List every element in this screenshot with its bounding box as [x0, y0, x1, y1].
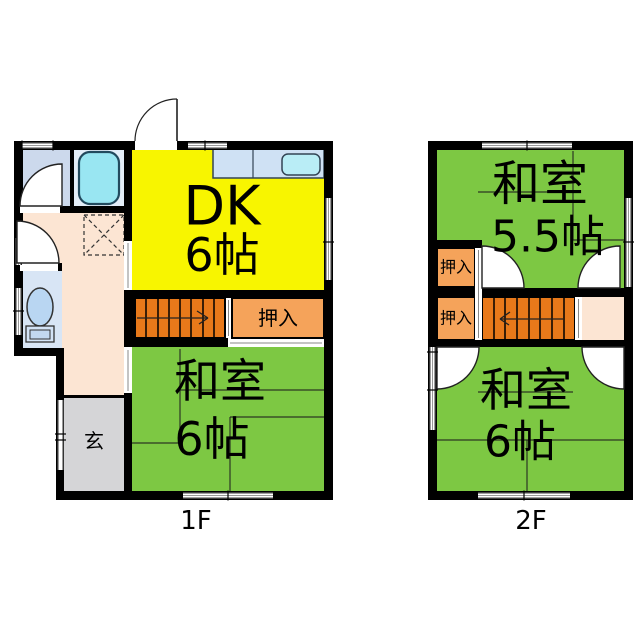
closet-upper-label: 押入 — [440, 258, 472, 277]
floor2-label: 2F — [515, 506, 547, 536]
window-top-washroom — [21, 140, 54, 151]
window-bottom-2f — [478, 490, 570, 501]
wall-segment — [124, 290, 333, 298]
kitchen-counter — [212, 148, 325, 179]
wall-segment — [124, 393, 132, 491]
back-door-arc — [134, 98, 178, 142]
washitsu55-room-name: 和室 — [492, 156, 588, 212]
window-bottom-washitsu — [183, 490, 273, 501]
washroom-door-opening — [20, 206, 60, 213]
wall-segment — [124, 149, 132, 241]
washitsu55-room-size: 5.5帖 — [491, 212, 605, 263]
entrance-floor — [64, 398, 124, 491]
closet-fusuma — [228, 339, 324, 347]
wall-segment — [70, 150, 74, 206]
wall-segment — [428, 240, 482, 248]
toilet-door-opening — [20, 263, 58, 271]
dk-room-name: DK — [184, 175, 263, 238]
wall-segment — [624, 141, 633, 500]
washitsu6-room-size: 6帖 — [484, 417, 556, 468]
staircase-2f — [481, 296, 576, 341]
closet-fusuma-2f — [475, 248, 482, 340]
window-right-2f — [623, 198, 634, 287]
dk-room-size: 6帖 — [184, 228, 259, 282]
washroom-door-arc — [19, 163, 63, 207]
wall-segment — [428, 141, 437, 500]
closet-label: 押入 — [258, 306, 298, 330]
window-top-2f — [482, 140, 572, 151]
washitsu-floor — [132, 347, 324, 491]
washitsu-doorway — [124, 348, 132, 393]
entrance-door — [55, 400, 66, 470]
openings-1f — [20, 141, 324, 393]
entrance-step-edge — [64, 395, 124, 398]
closet-1f — [231, 297, 325, 339]
stair-direction-arrow — [137, 310, 209, 325]
washitsu6-door-arc-left — [436, 346, 480, 390]
washitsu55-door-arc-right — [577, 245, 621, 289]
stair-landing-gap — [575, 297, 582, 340]
kitchen-sink — [281, 153, 321, 176]
washitsu55-door-arc-left — [481, 245, 525, 289]
tatami-lines-2f — [437, 151, 624, 491]
closet-lower-label: 押入 — [440, 309, 472, 328]
staircase-1f — [134, 297, 226, 339]
wall-segment — [428, 340, 633, 347]
closet-2f-lower — [436, 296, 476, 341]
wall-segment — [428, 288, 624, 297]
window-top-kitchen — [188, 140, 227, 151]
entrance-label: 玄 — [84, 429, 104, 453]
toilet-door-arc — [16, 220, 60, 264]
wall-segment — [124, 298, 135, 347]
window-left-toilet — [13, 288, 24, 335]
floor2-plan: 和室 5.5帖 押入 押入 和室 6帖 2F — [427, 140, 634, 536]
dk-doorway — [124, 241, 132, 290]
washitsu55-floor — [437, 150, 624, 240]
window-right-dk — [323, 198, 334, 280]
wall-segment — [14, 206, 132, 213]
landing-floor — [582, 297, 624, 340]
stair-direction-arrow — [499, 311, 563, 326]
window-left-2f — [427, 347, 438, 430]
bathtub — [77, 150, 121, 206]
washitsu6-door-arc-right — [581, 346, 625, 390]
washitsu-room-size: 6帖 — [174, 412, 249, 466]
tatami-lines-1f — [132, 349, 324, 491]
toilet-fixture — [25, 287, 55, 343]
wall-segment — [124, 338, 228, 347]
washitsu6-room-name: 和室 — [480, 363, 572, 417]
wall-segment — [324, 141, 333, 500]
floor1-label: 1F — [180, 506, 212, 536]
back-door-opening — [135, 141, 177, 150]
hallway-floor-lower — [62, 271, 124, 398]
floor1-plan: DK 6帖 和室 6帖 押入 玄 1F — [13, 98, 334, 536]
wall-segment — [14, 348, 62, 356]
washitsu-room-name: 和室 — [174, 354, 266, 408]
stair-closet-gap — [225, 298, 232, 338]
